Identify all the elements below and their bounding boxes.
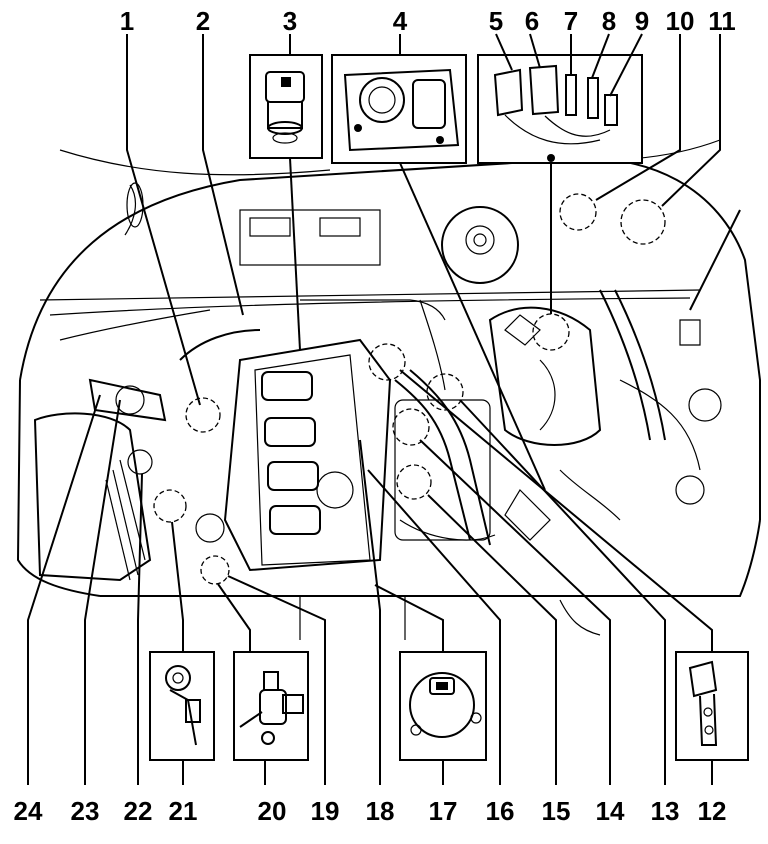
labels-top: 1 2 3 4 5 6 7 8 9 10 11: [120, 6, 736, 36]
engine-bay-drawing: [16, 139, 761, 640]
label-15: 15: [542, 796, 571, 826]
label-8: 8: [602, 6, 616, 36]
detail-box-4: [331, 54, 467, 164]
label-11: 11: [708, 6, 736, 36]
label-7: 7: [564, 6, 578, 36]
sensor-detail-17-icon: [409, 672, 482, 738]
sensor-detail-21-icon: [165, 665, 201, 746]
detail-box-17: [399, 651, 487, 761]
detail-box-5-9: [477, 54, 643, 164]
labels-bottom: 24 23 22 21 20 19 18 17 16 15 14 13 12: [14, 796, 727, 826]
valve-detail-20-icon: [239, 671, 304, 745]
label-17: 17: [429, 796, 458, 826]
label-20: 20: [258, 796, 287, 826]
sensor-bracket-12-icon: [688, 660, 718, 746]
label-14: 14: [596, 796, 625, 826]
label-4: 4: [393, 6, 408, 36]
label-23: 23: [71, 796, 100, 826]
label-5: 5: [489, 6, 503, 36]
label-2: 2: [196, 6, 210, 36]
detail-box-3: [249, 54, 323, 159]
label-10: 10: [666, 6, 695, 36]
temperature-sensor-icon: [265, 71, 305, 144]
label-9: 9: [635, 6, 649, 36]
label-18: 18: [366, 796, 395, 826]
label-21: 21: [169, 796, 198, 826]
label-12: 12: [698, 796, 727, 826]
label-1: 1: [120, 6, 134, 36]
label-19: 19: [311, 796, 340, 826]
label-22: 22: [124, 796, 153, 826]
throttle-body-icon: [343, 68, 460, 152]
detail-box-21: [149, 651, 215, 761]
label-6: 6: [525, 6, 539, 36]
label-13: 13: [651, 796, 680, 826]
leader-lines: [27, 33, 741, 785]
detail-box-20: [233, 651, 309, 761]
detail-box-12: [675, 651, 749, 761]
label-24: 24: [14, 796, 43, 826]
label-3: 3: [283, 6, 297, 36]
label-16: 16: [486, 796, 515, 826]
